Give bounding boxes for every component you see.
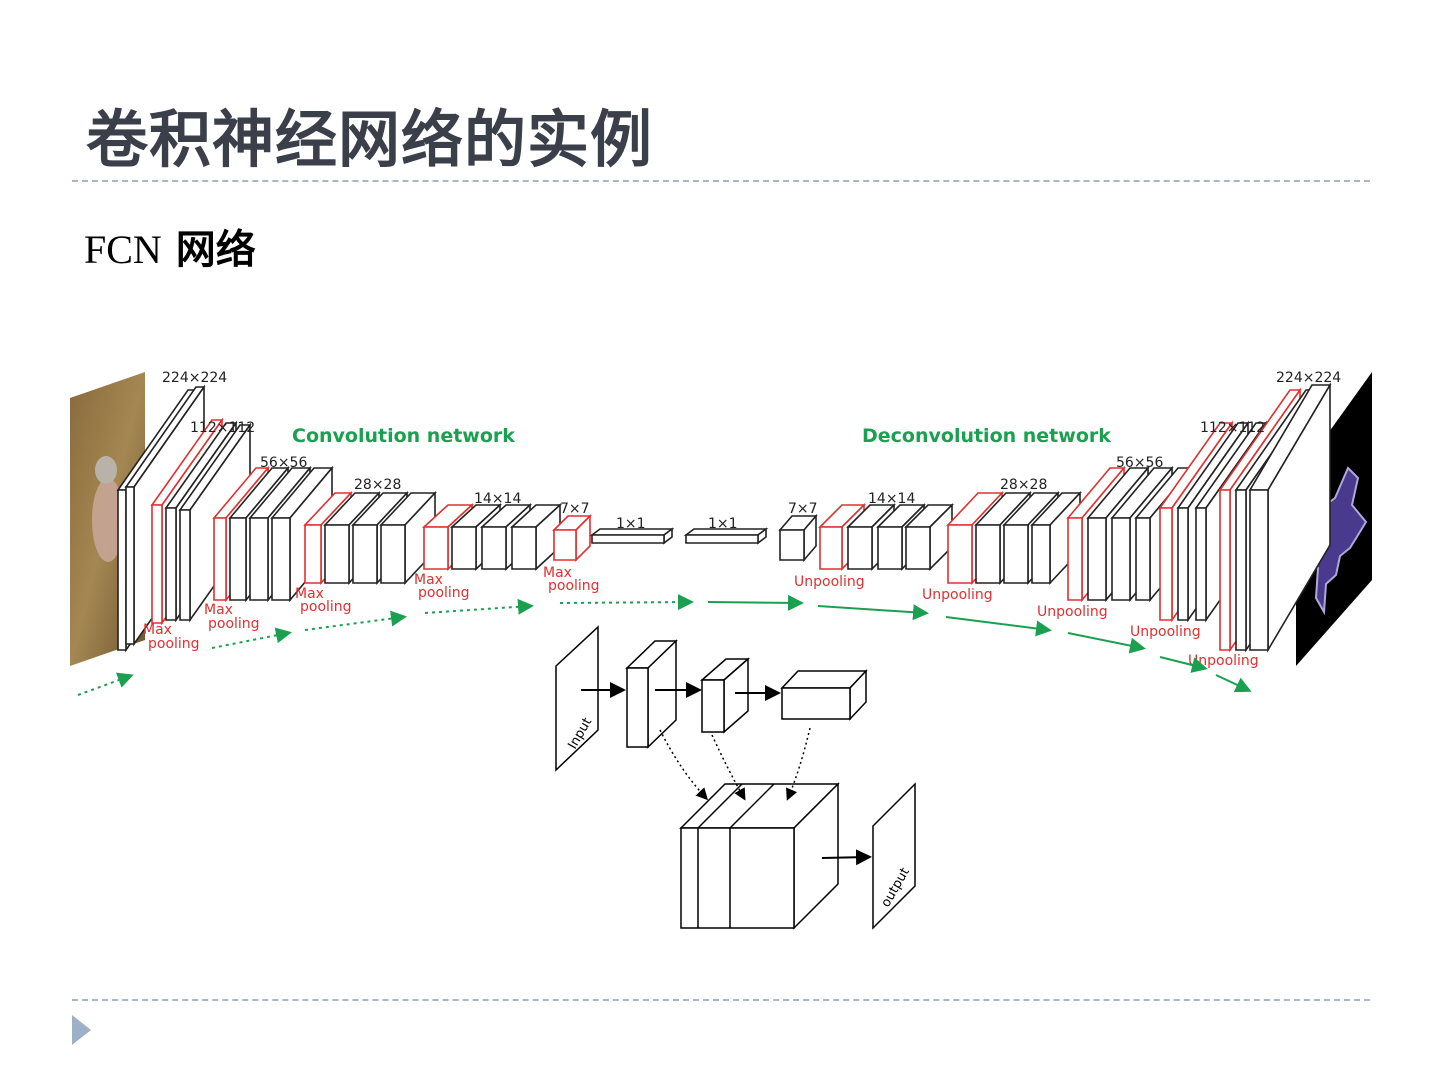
input-plane xyxy=(555,625,599,772)
conv-layer-block xyxy=(904,503,954,571)
size-label-112: 112×112 xyxy=(1200,420,1265,436)
flow-arrow xyxy=(945,616,1052,637)
unpooling-label: Unpooling xyxy=(922,587,993,603)
pooling-label: pooling xyxy=(148,636,200,652)
conv-layer-block xyxy=(683,527,769,545)
pooling-label: pooling xyxy=(548,578,600,594)
conv-layer-block xyxy=(379,490,437,586)
max-label: Max xyxy=(414,572,443,588)
title-divider xyxy=(72,180,1370,182)
conv-layer-block xyxy=(1248,382,1332,653)
conv-layer-block xyxy=(509,503,563,571)
flow-arrow xyxy=(304,610,407,631)
size-label-224: 224×224 xyxy=(162,370,227,386)
subtitle-cjk: 网络 xyxy=(175,227,256,273)
flow-arrow xyxy=(1067,632,1146,654)
pooling-label: pooling xyxy=(208,616,260,632)
conv-layer-block xyxy=(778,513,818,563)
flow-arrow xyxy=(817,604,929,621)
slide-title: 卷积神经网络的实例 xyxy=(86,103,654,176)
triangle-bullet-icon xyxy=(72,1015,91,1045)
forward-arrow xyxy=(821,849,872,866)
size-label-7: 7×7 xyxy=(788,501,818,517)
size-label-112: 112×112 xyxy=(190,420,255,436)
max-label: Max xyxy=(204,602,233,618)
size-label-28: 28×28 xyxy=(1000,477,1047,493)
size-label-56: 56×56 xyxy=(1116,455,1163,471)
skip-connection-diagram xyxy=(555,625,916,930)
max-label: Max xyxy=(143,622,172,638)
unpooling-label: Unpooling xyxy=(794,574,865,590)
unpooling-label: Unpooling xyxy=(1037,604,1108,620)
slide-subtitle: FCN 网络 xyxy=(84,222,256,278)
conv-layer-block xyxy=(589,527,675,545)
feature-block-2 xyxy=(700,657,750,734)
deconv-network-heading: Deconvolution network xyxy=(862,425,1111,447)
flow-arrow xyxy=(559,594,694,611)
pooling-layer-block xyxy=(552,514,592,562)
size-label-1: 1×1 xyxy=(708,516,738,532)
footer-divider xyxy=(72,999,1370,1001)
flow-arrow xyxy=(707,594,804,611)
flow-arrow xyxy=(77,672,134,696)
flow-arrow xyxy=(424,598,534,615)
pooling-label: pooling xyxy=(418,585,470,601)
feature-block-1 xyxy=(625,639,678,749)
conv-network-heading: Convolution network xyxy=(292,425,515,447)
unpooling-label: Unpooling xyxy=(1130,624,1201,640)
size-label-28: 28×28 xyxy=(354,477,401,493)
size-label-14: 14×14 xyxy=(868,491,915,507)
feature-block-3 xyxy=(780,669,868,721)
skip-arrow xyxy=(659,729,709,801)
fused-output-block xyxy=(679,782,840,930)
flow-arrow xyxy=(1159,656,1208,673)
size-label-7: 7×7 xyxy=(560,501,590,517)
flow-arrow xyxy=(211,627,292,649)
size-label-14: 14×14 xyxy=(474,491,521,507)
size-label-224: 224×224 xyxy=(1276,370,1341,386)
output-plane xyxy=(872,782,916,930)
subtitle-latin: FCN xyxy=(84,227,162,272)
pooling-label: pooling xyxy=(300,599,352,615)
size-label-1: 1×1 xyxy=(616,516,646,532)
skip-arrow xyxy=(711,734,746,801)
flow-arrow xyxy=(1215,674,1252,693)
max-label: Max xyxy=(295,586,324,602)
size-label-56: 56×56 xyxy=(260,455,307,471)
layer-blocks xyxy=(116,382,1332,653)
max-label: Max xyxy=(543,565,572,581)
